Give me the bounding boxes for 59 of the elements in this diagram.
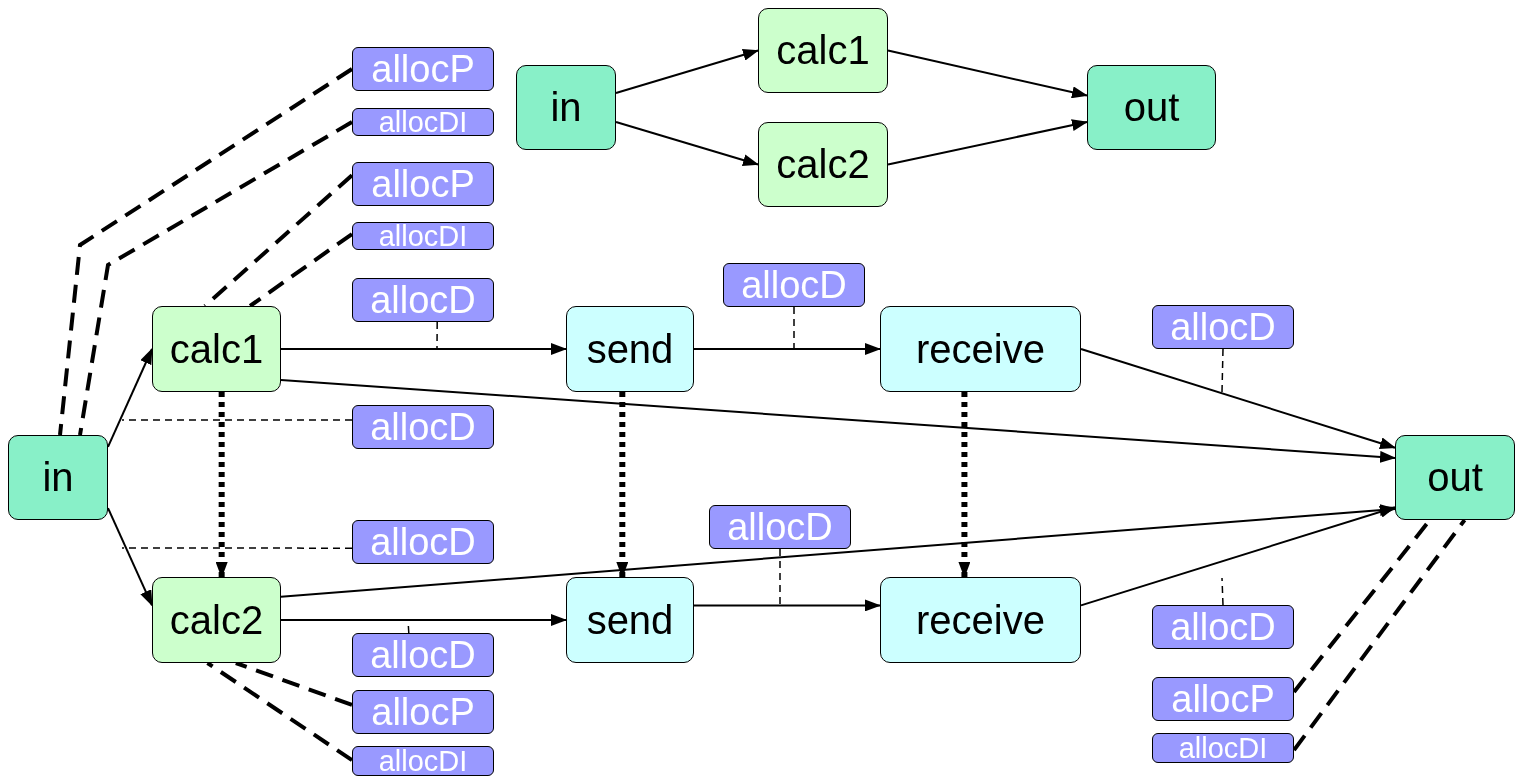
leader-line — [121, 419, 353, 421]
process-box: calc1 — [758, 8, 888, 93]
communication-box: receive — [880, 306, 1081, 392]
process-box: calc1 — [152, 306, 281, 392]
allocation-tag: allocP — [1152, 677, 1294, 721]
terminal-box: in — [516, 65, 616, 150]
arrow — [107, 507, 153, 607]
allocation-tag: allocD — [1152, 605, 1294, 649]
communication-box: receive — [880, 577, 1081, 663]
allocation-tag: allocD — [723, 263, 865, 307]
allocation-tag: allocDI — [352, 222, 494, 250]
arrow — [280, 378, 1396, 463]
terminal-box: out — [1087, 65, 1216, 150]
leader-line — [436, 321, 438, 350]
process-box: calc2 — [758, 122, 888, 207]
arrow — [280, 614, 567, 626]
allocation-tag: allocD — [352, 405, 494, 449]
allocation-tag: allocDI — [352, 108, 494, 136]
arrow — [693, 343, 881, 355]
arrow — [693, 599, 881, 612]
process-box: calc2 — [152, 577, 281, 663]
communication-box: send — [566, 577, 694, 663]
arrow — [215, 392, 228, 578]
leader-line — [248, 232, 354, 308]
arrow — [280, 504, 1396, 598]
allocation-tag: allocD — [1152, 305, 1294, 349]
leader-line — [1221, 348, 1224, 393]
arrow — [887, 49, 1088, 99]
allocation-tag: allocDI — [1152, 733, 1294, 763]
allocation-tag: allocD — [352, 520, 494, 564]
leader-line — [121, 547, 353, 549]
arrow — [107, 348, 153, 448]
leader-line — [235, 661, 353, 707]
communication-box: send — [566, 306, 694, 392]
arrow — [1080, 348, 1396, 449]
arrow — [615, 120, 759, 166]
allocation-tag: allocP — [352, 162, 494, 206]
arrow — [887, 119, 1088, 166]
leader-line — [206, 661, 354, 762]
leader-line — [1221, 577, 1224, 606]
arrow — [280, 343, 567, 355]
terminal-box: in — [8, 435, 108, 520]
arrow — [958, 392, 971, 578]
leader-line — [793, 306, 795, 350]
allocation-tag: allocDI — [352, 746, 494, 776]
leader-line — [1292, 518, 1467, 752]
leader-line — [78, 120, 353, 436]
arrow — [615, 49, 759, 95]
leader-line — [58, 67, 354, 436]
terminal-box: out — [1395, 435, 1515, 520]
arrow — [1080, 506, 1396, 607]
allocation-tag: allocP — [352, 690, 494, 734]
leader-line — [203, 173, 354, 308]
allocation-tag: allocD — [352, 633, 494, 677]
allocation-tag: allocD — [709, 505, 851, 549]
allocation-tag: allocD — [352, 278, 494, 322]
allocation-tag: allocP — [352, 47, 494, 91]
arrow — [616, 392, 629, 578]
leader-line — [779, 548, 781, 606]
